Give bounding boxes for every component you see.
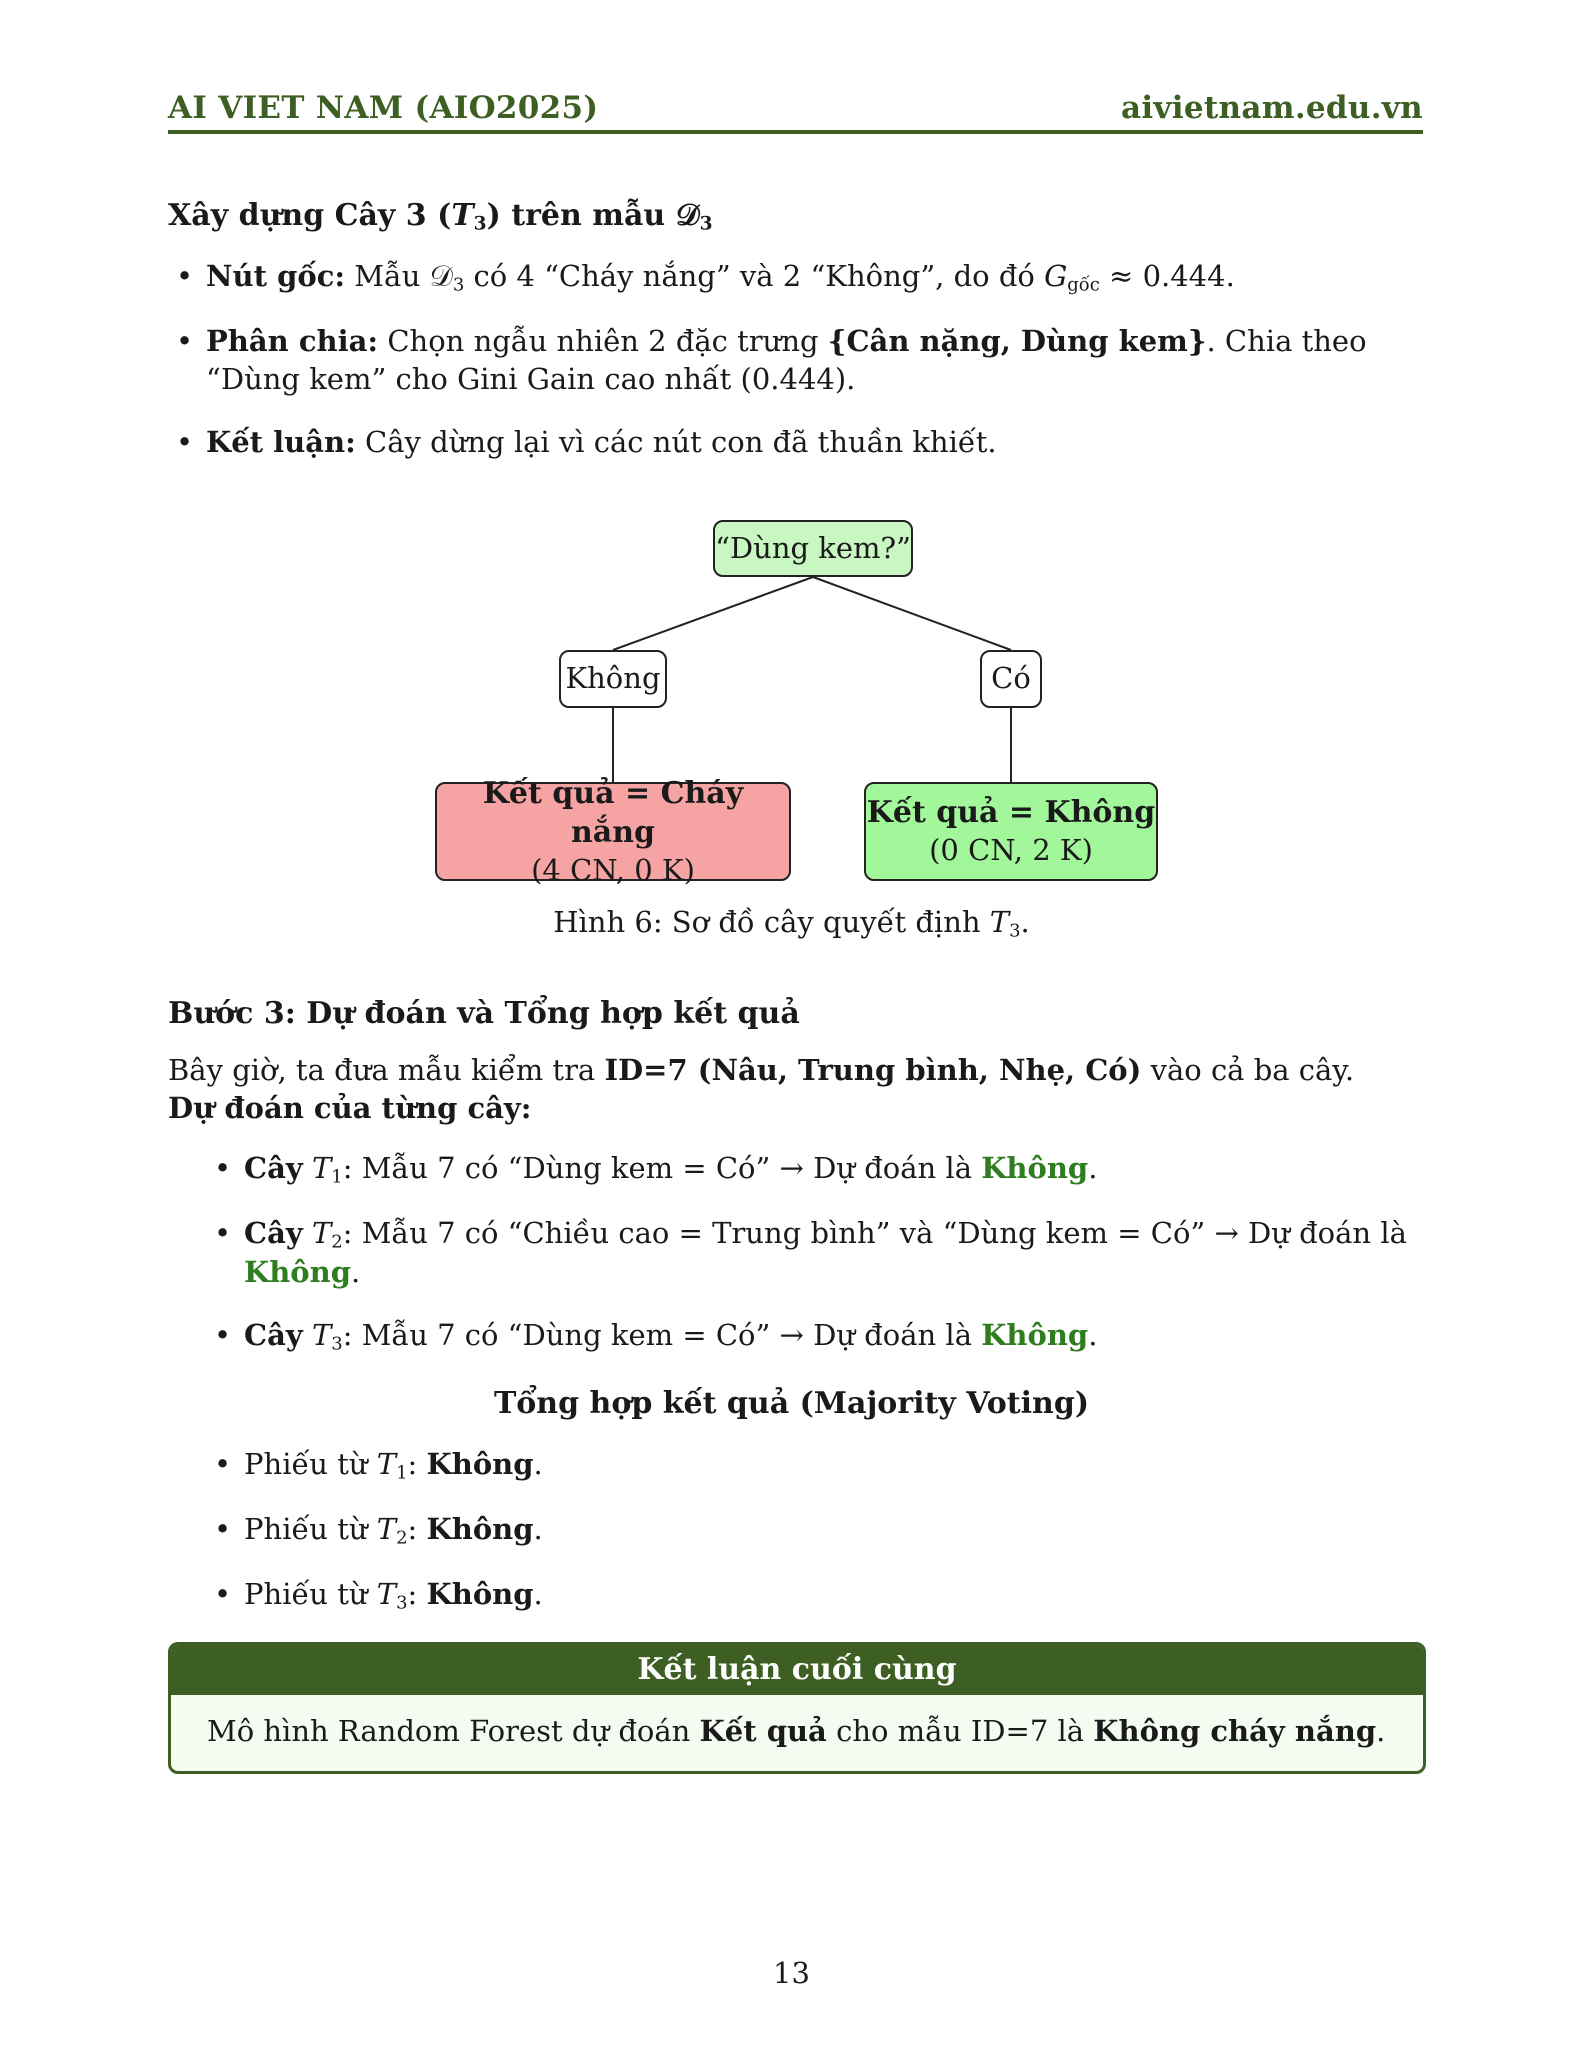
bullet-icon: • <box>214 1215 232 1250</box>
header-website: aivietnam.edu.vn <box>1121 90 1423 126</box>
tree-root-node: “Dùng kem?” <box>713 520 913 577</box>
step3-intro: Bây giờ, ta đưa mẫu kiểm tra ID=7 (Nâu, … <box>168 1053 1355 1125</box>
prediction-list: • Cây T1: Mẫu 7 có “Dùng kem = Có” → Dự … <box>168 1150 1423 1382</box>
section-title: Xây dựng Cây 3 (T3) trên mẫu 𝒟3 <box>168 198 713 235</box>
figure-caption: Hình 6: Sơ đồ cây quyết định T3. <box>553 905 1030 942</box>
step3-title: Bước 3: Dự đoán và Tổng hợp kết quả <box>168 996 800 1031</box>
bullet-icon: • <box>214 1318 232 1353</box>
bullet-icon: • <box>214 1151 232 1185</box>
bullet-icon: • <box>214 1447 232 1481</box>
bullet-icon: • <box>176 425 194 460</box>
bullet-icon: • <box>214 1576 232 1611</box>
voting-title: Tổng hợp kết quả (Majority Voting) <box>493 1386 1090 1421</box>
conclusion-text: Mô hình Random Forest dự đoán Kết quả ch… <box>207 1714 1386 1748</box>
list-item: • Cây T2: Mẫu 7 có “Chiều cao = Trung bì… <box>214 1215 1407 1289</box>
leaf-node-khong: Kết quả = Không (0 CN, 2 K) <box>864 782 1158 881</box>
page-number: 13 <box>773 1956 810 1990</box>
list-item: • Cây T3: Mẫu 7 có “Dùng kem = Có” → Dự … <box>214 1318 1098 1355</box>
leaf-node-chay-nang: Kết quả = Cháy nắng (4 CN, 0 K) <box>435 776 791 887</box>
list-item: • Cây T1: Mẫu 7 có “Dùng kem = Có” → Dự … <box>214 1151 1098 1188</box>
edge-root-co <box>812 576 1012 651</box>
list-item: • Phiếu từ T1: Không. <box>214 1447 543 1484</box>
list-item: • Nút gốc: Mẫu 𝒟3 có 4 “Cháy nắng” và 2 … <box>176 259 1235 296</box>
branch-label-khong: Không <box>559 650 667 708</box>
list-item: • Phiếu từ T3: Không. <box>214 1576 543 1614</box>
header-title: AI VIET NAM (AIO2025) <box>168 90 599 126</box>
list-item: • Kết luận: Cây dừng lại vì các nút con … <box>168 424 1423 462</box>
list-item: • Phân chia: Chọn ngẫu nhiên 2 đặc trưng… <box>176 323 1367 396</box>
branch-label-co: Có <box>980 650 1042 708</box>
bullet-icon: • <box>176 259 194 293</box>
edge-root-khong <box>612 576 814 651</box>
header-divider <box>168 130 1423 134</box>
conclusion-title: Kết luận cuối cùng <box>171 1645 1423 1695</box>
conclusion-box: Kết luận cuối cùng Mô hình Random Forest… <box>168 1642 1426 1774</box>
bullet-icon: • <box>176 323 194 358</box>
tree3-bullets: • Nút gốc: Mẫu 𝒟3 có 4 “Cháy nắng” và 2 … <box>168 258 1423 488</box>
voting-list: • Phiếu từ T1: Không. • Phiếu từ T2: Khô… <box>168 1446 1423 1641</box>
bullet-icon: • <box>214 1511 232 1546</box>
list-item: • Phiếu từ T2: Không. <box>214 1511 543 1549</box>
